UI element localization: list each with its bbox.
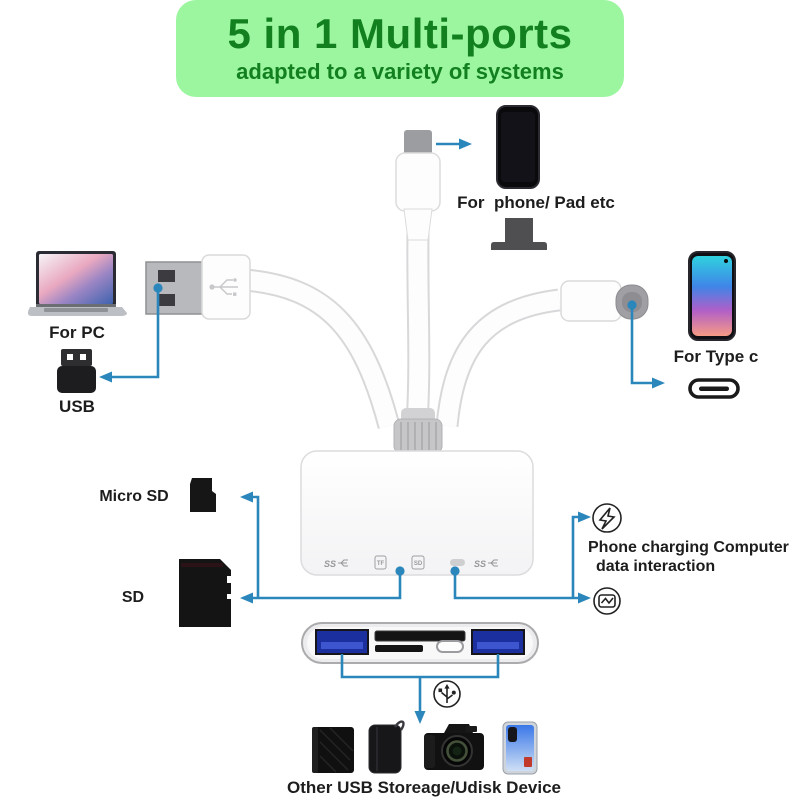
label-feature-line2: data interaction	[596, 558, 716, 575]
label-for-phone: For phone/ Pad etc	[457, 193, 615, 212]
banner-subtitle: adapted to a variety of systems	[236, 58, 564, 84]
cable-strain-relief	[393, 408, 443, 454]
bottom-phone	[502, 721, 538, 775]
usb3-ss-left-icon: SS	[324, 559, 336, 569]
label-micro-sd: Micro SD	[99, 488, 169, 505]
dslr-camera	[424, 724, 484, 770]
usb3-ss-right-icon: SS	[474, 559, 486, 569]
hub-body: SS TF SD SS	[300, 450, 534, 576]
type-c-port-symbol	[688, 378, 740, 399]
micro-sd-card	[190, 478, 216, 512]
lightning-connector	[395, 130, 441, 241]
sd-card	[179, 559, 231, 627]
hub-bottom-view	[301, 622, 539, 664]
label-usb: USB	[59, 397, 95, 416]
usb-flash-drive-icon	[57, 349, 96, 393]
sd-slot	[374, 630, 466, 642]
dock-plug	[491, 218, 547, 250]
tf-card-icon	[374, 555, 387, 570]
label-feature-line1: Phone charging Computer	[588, 539, 789, 556]
banner-title: 5 in 1 Multi-ports	[227, 10, 573, 58]
annotation-arrows	[99, 138, 665, 724]
sd-card-slot-icon	[411, 555, 425, 570]
type-c-slot	[436, 640, 464, 653]
label-other-devices: Other USB Storeage/Udisk Device	[287, 778, 561, 797]
data-interaction-icon	[593, 587, 621, 615]
top-phone	[496, 105, 540, 189]
usb-trident-icon	[433, 680, 461, 708]
label-sd: SD	[121, 589, 145, 606]
micro-sd-slot	[375, 645, 423, 652]
type-c-phone	[688, 251, 736, 341]
usb-trident-glyph-left	[338, 559, 348, 567]
type-c-port-icon	[450, 559, 465, 566]
usb-logo-engraving	[209, 278, 238, 296]
usb-trident-glyph-right	[488, 559, 498, 567]
charging-icon	[592, 503, 622, 533]
hub-port-icons: SS TF SD SS	[324, 555, 498, 570]
sd-card-label: SD	[414, 561, 423, 567]
udisk-pouch	[368, 720, 405, 774]
cables	[243, 231, 561, 429]
external-hdd	[312, 727, 354, 773]
label-for-type-c: For Type c	[673, 347, 759, 366]
laptop	[27, 251, 127, 316]
banner: 5 in 1 Multi-ports adapted to a variety …	[176, 0, 624, 97]
tf-card-label: TF	[377, 561, 385, 567]
label-for-pc: For PC	[49, 323, 105, 342]
usb-c-connector	[560, 280, 649, 322]
